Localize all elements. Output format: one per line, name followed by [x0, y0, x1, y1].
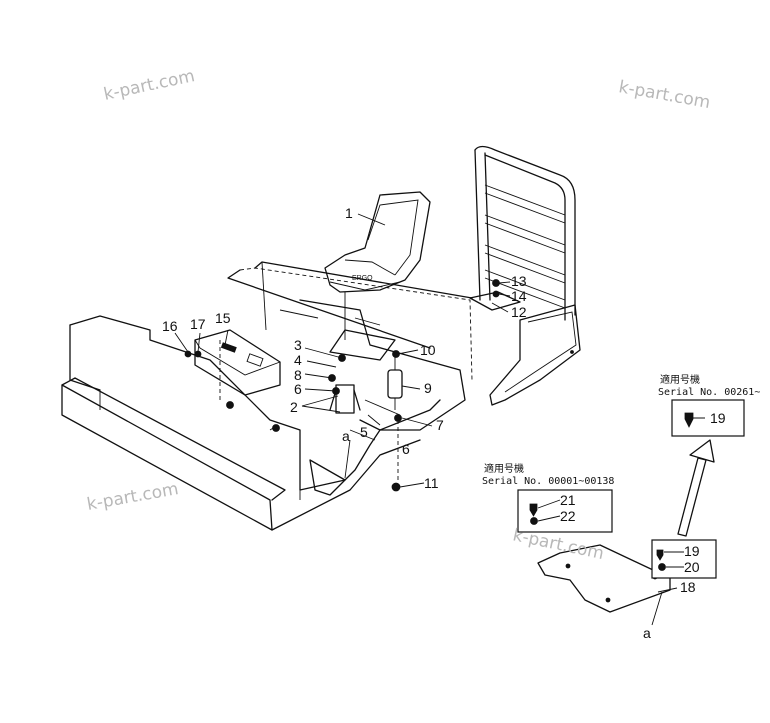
callout-4: 4	[294, 352, 302, 368]
panel-bracket	[194, 329, 281, 409]
serial-box-upper	[671, 399, 745, 437]
callout-17: 17	[190, 316, 206, 332]
callout-3: 3	[294, 337, 302, 353]
serial-middle-range: Serial No. 00001~00138	[482, 476, 614, 487]
callout-5: 5	[360, 424, 368, 440]
callout-18: 18	[680, 579, 696, 595]
serial-upper-heading: 適用号機	[660, 373, 700, 386]
callout-6b: 6	[402, 441, 410, 457]
floor-mat	[537, 544, 671, 613]
guard-rail	[469, 145, 581, 406]
seat: ERGO	[324, 191, 431, 293]
callout-1: 1	[345, 205, 353, 221]
serial-texts: 適用号機 Serial No. 00261~ 適用号機 Serial No. 0…	[482, 373, 760, 487]
callout-21: 21	[560, 492, 576, 508]
serial-arrow	[677, 439, 715, 537]
callout-2: 2	[290, 399, 298, 415]
callout-12: 12	[511, 304, 527, 320]
callout-16: 16	[162, 318, 178, 334]
callout-7: 7	[436, 417, 444, 433]
watermark-top-left: k-part.com	[102, 66, 197, 105]
seat-mount	[328, 292, 403, 492]
serial-middle-heading: 適用号機	[484, 462, 524, 475]
svg-text:ERGO: ERGO	[352, 275, 373, 282]
callout-20: 20	[684, 559, 700, 575]
console-body	[61, 315, 441, 531]
serial-box-middle	[517, 489, 613, 533]
callout-8: 8	[294, 367, 302, 383]
callout-labels: 1 3 4 8 6 2 5 6 7 9 10 11 12 13 14 15 16…	[162, 205, 726, 641]
callout-11: 11	[424, 475, 439, 491]
watermark-top-right: k-part.com	[617, 77, 712, 113]
floor-frame	[227, 261, 473, 431]
callout-22: 22	[560, 508, 576, 524]
callout-19b: 19	[684, 543, 700, 559]
callout-6a: 6	[294, 381, 302, 397]
leader-lines	[174, 213, 678, 626]
callout-13: 13	[511, 273, 527, 289]
callout-19a: 19	[710, 410, 726, 426]
serial-box-lower	[651, 539, 717, 579]
callout-10: 10	[420, 342, 436, 358]
callout-14: 14	[511, 288, 527, 304]
callout-ref-a2: a	[643, 625, 651, 641]
callout-9: 9	[424, 380, 432, 396]
serial-upper-range: Serial No. 00261~	[658, 387, 760, 398]
callout-ref-a1: a	[342, 428, 350, 444]
callout-15: 15	[215, 310, 231, 326]
watermark-bottom-left: k-part.com	[85, 479, 180, 515]
